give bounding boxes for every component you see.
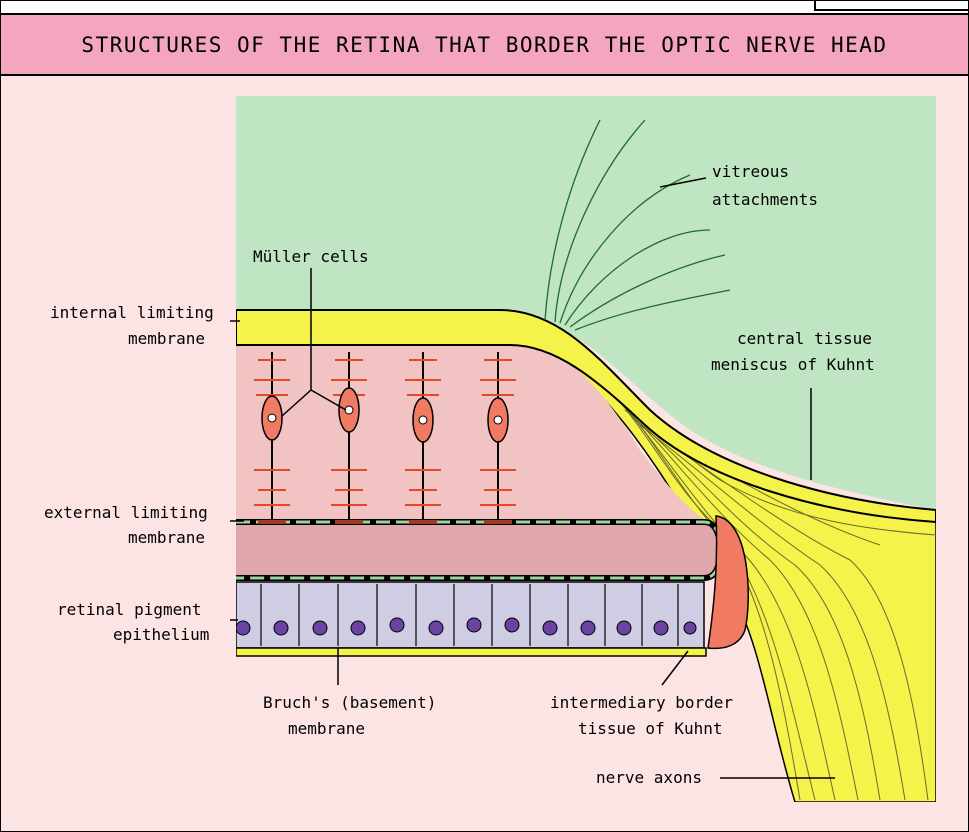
label-elm-2: membrane: [128, 528, 205, 547]
label-elm-1: external limiting: [44, 503, 208, 522]
label-bruch-1: Bruch's (basement): [263, 693, 436, 712]
label-muller-cells: Müller cells: [253, 247, 369, 266]
label-intermediary-2: tissue of Kuhnt: [578, 719, 723, 738]
label-vitreous-2: attachments: [712, 190, 818, 209]
bruchs-membrane: [236, 648, 706, 656]
label-ilm-2: membrane: [128, 329, 205, 348]
outer-retina-band: [236, 520, 722, 580]
label-central-2: meniscus of Kuhnt: [711, 355, 875, 374]
label-vitreous-1: vitreous: [712, 162, 789, 181]
label-ilm-1: internal limiting: [50, 303, 214, 322]
label-rpe-1: retinal pigment: [57, 600, 202, 619]
rpe-layer: [236, 582, 704, 648]
label-rpe-2: epithelium: [113, 625, 209, 644]
label-central-1: central tissue: [737, 329, 872, 348]
label-intermediary-1: intermediary border: [550, 693, 733, 712]
label-nerve-axons: nerve axons: [596, 768, 702, 787]
label-bruch-2: membrane: [288, 719, 365, 738]
